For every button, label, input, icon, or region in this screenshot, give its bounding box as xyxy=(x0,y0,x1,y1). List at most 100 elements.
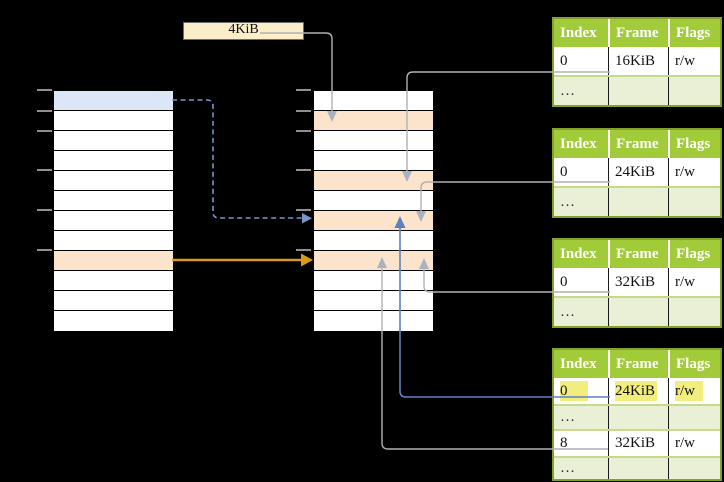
memory-row-highlight-orange xyxy=(314,111,433,131)
flags-cell xyxy=(668,458,720,479)
flags-cell xyxy=(668,406,720,429)
page-table-16kib: Index Frame Flags 0 16KiB r/w … xyxy=(552,17,722,107)
frame-cell: 24KiB xyxy=(608,158,668,186)
address-tick xyxy=(296,169,311,171)
page-table-header: Index Frame Flags xyxy=(554,240,720,268)
header-cell: Flags xyxy=(668,240,720,268)
highlight-mark: 0 xyxy=(560,381,588,401)
header-cell: Flags xyxy=(668,19,720,47)
header-cell: Index xyxy=(560,135,597,152)
memory-row xyxy=(54,271,173,291)
flags-cell: r/w xyxy=(668,158,720,186)
address-tick xyxy=(37,169,52,171)
address-tick xyxy=(37,130,52,132)
flags-cell: r/w xyxy=(668,47,720,75)
page-table-ellipsis-row: … xyxy=(554,186,720,216)
index-cell: … xyxy=(560,409,575,425)
frame-cell: 32KiB xyxy=(608,431,668,456)
flags-cell: r/w xyxy=(668,268,720,296)
index-cell: 0 xyxy=(560,52,568,69)
frame-cell: 24KiB xyxy=(608,378,668,404)
memory-row xyxy=(54,131,173,151)
page-table-32kib: Index Frame Flags 0 32KiB r/w … xyxy=(552,238,722,328)
index-cell: … xyxy=(560,193,575,210)
header-cell: Frame xyxy=(608,19,668,47)
memory-row xyxy=(314,151,433,171)
index-cell: … xyxy=(560,303,575,320)
header-cell: Frame xyxy=(608,350,668,378)
address-tick xyxy=(37,110,52,112)
page-table-entry-highlighted: 0 24KiB r/w xyxy=(554,378,720,404)
frame-cell xyxy=(608,406,668,429)
header-cell: Index xyxy=(560,24,597,41)
address-tick xyxy=(37,249,52,251)
header-cell: Frame xyxy=(608,130,668,158)
header-cell: Frame xyxy=(608,240,668,268)
index-cell: 0 xyxy=(560,273,568,290)
address-tick xyxy=(296,110,311,112)
frame-cell xyxy=(608,77,668,105)
frame-cell xyxy=(608,188,668,216)
page-table-header: Index Frame Flags xyxy=(554,350,720,378)
memory-row xyxy=(314,191,433,211)
index-cell: 0 xyxy=(554,378,608,404)
arrowhead-right-icon xyxy=(302,213,312,224)
address-tick xyxy=(296,209,311,211)
index-cell: … xyxy=(560,460,575,476)
frame-cell: 16KiB xyxy=(608,47,668,75)
page-table-header: Index Frame Flags xyxy=(554,19,720,47)
page-table-24kib: Index Frame Flags 0 24KiB r/w … xyxy=(552,128,722,218)
arrow-virtual-blue-to-physical xyxy=(172,99,302,219)
header-cell: Index xyxy=(560,245,597,262)
level2-page-table: Index Frame Flags 0 24KiB r/w … 8 32KiB … xyxy=(552,348,722,481)
page-table-entry: 0 16KiB r/w xyxy=(554,47,720,75)
page-table-ellipsis-row: … xyxy=(554,456,720,479)
memory-row-highlight-blue xyxy=(54,91,173,111)
memory-row xyxy=(314,131,433,151)
virtual-memory-column xyxy=(53,90,174,332)
memory-row xyxy=(54,191,173,211)
flags-cell xyxy=(668,77,720,105)
flags-cell xyxy=(668,188,720,216)
page-table-header: Index Frame Flags xyxy=(554,130,720,158)
frame-cell xyxy=(608,458,668,479)
header-cell: Flags xyxy=(668,350,720,378)
page-table-entry: 0 24KiB r/w xyxy=(554,158,720,186)
memory-row xyxy=(54,291,173,311)
flags-cell: r/w xyxy=(668,431,720,456)
memory-row xyxy=(54,231,173,251)
address-tick xyxy=(296,130,311,132)
frame-cell xyxy=(608,298,668,326)
highlight-mark: 24KiB xyxy=(615,381,657,401)
frame-size-label: 4KiB xyxy=(183,22,304,40)
memory-row xyxy=(54,151,173,171)
header-cell: Flags xyxy=(668,130,720,158)
page-table-entry: 8 32KiB r/w xyxy=(554,429,720,456)
flags-cell xyxy=(668,298,720,326)
memory-row xyxy=(314,231,433,251)
memory-row xyxy=(314,311,433,331)
memory-row-highlight-orange xyxy=(314,171,433,191)
physical-memory-column xyxy=(313,90,434,332)
memory-row xyxy=(314,91,433,111)
index-cell: 0 xyxy=(560,163,568,180)
page-table-ellipsis-row: … xyxy=(554,296,720,326)
page-table-ellipsis-row: … xyxy=(554,404,720,429)
arrowhead-right-icon xyxy=(301,253,313,267)
highlight-mark: r/w xyxy=(675,381,703,401)
memory-row xyxy=(54,111,173,131)
address-tick xyxy=(296,89,311,91)
memory-row xyxy=(54,311,173,331)
memory-row xyxy=(314,291,433,311)
page-table-ellipsis-row: … xyxy=(554,75,720,105)
memory-row xyxy=(54,171,173,191)
index-cell: … xyxy=(560,82,575,99)
address-tick xyxy=(296,249,311,251)
page-table-entry: 0 32KiB r/w xyxy=(554,268,720,296)
memory-row-highlight-orange xyxy=(314,251,433,271)
frame-cell: 32KiB xyxy=(608,268,668,296)
flags-cell: r/w xyxy=(668,378,720,404)
memory-row-highlight-orange xyxy=(54,251,173,271)
header-cell: Index xyxy=(560,355,597,372)
